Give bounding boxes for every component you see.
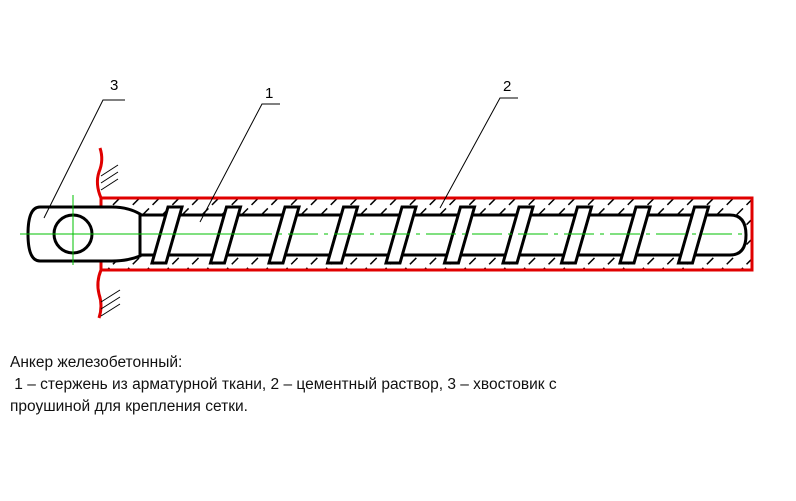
figure-caption: Анкер железобетонный: 1 – стержень из ар… (10, 352, 710, 418)
spiral-turn (325, 205, 360, 265)
callout-label-2: 2 (503, 78, 511, 95)
spiral-turn (618, 205, 652, 265)
leader-line-3 (43, 99, 125, 219)
callout-label-1: 1 (265, 85, 273, 102)
rod-spiral-turns (150, 205, 711, 265)
caption-title: Анкер железобетонный: (10, 354, 183, 371)
wall-break-line-bottom (96, 269, 103, 319)
caption-line-3: проушиной для крепления сетки. (10, 398, 248, 415)
spiral-turn (501, 205, 535, 265)
wall-break-line-top (95, 147, 104, 199)
spiral-turn (559, 205, 594, 265)
spiral-turn (384, 205, 418, 265)
wall-hatch (100, 164, 121, 317)
spiral-turn (267, 205, 301, 265)
leader-line-1 (199, 103, 280, 223)
callout-label-3: 3 (110, 77, 118, 94)
spiral-turn (208, 205, 243, 265)
spiral-turn (150, 205, 184, 265)
caption-line-2: 1 – стержень из арматурной ткани, 2 – це… (10, 376, 557, 393)
leader-line-2 (439, 97, 518, 209)
spiral-turn (676, 205, 711, 265)
spiral-turn (442, 205, 477, 265)
